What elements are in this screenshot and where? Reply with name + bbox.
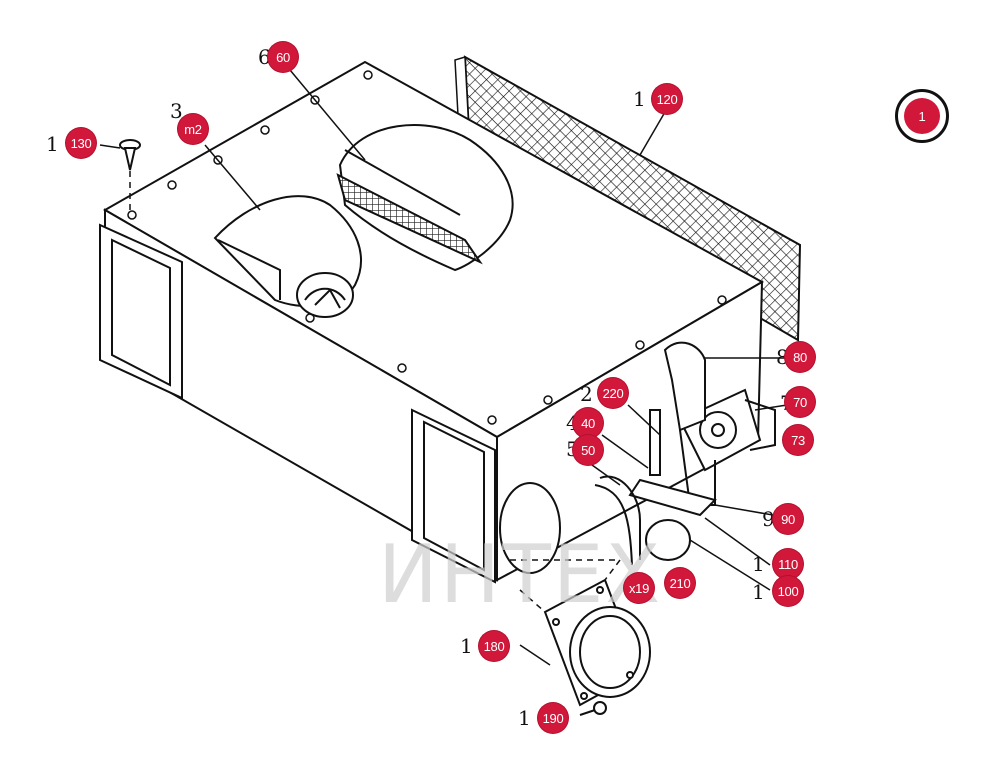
- callout-text-190: 1: [518, 706, 531, 730]
- callout-marker-m2[interactable]: m2: [178, 114, 208, 144]
- callout-marker-210[interactable]: 210: [665, 568, 695, 598]
- callout-marker-190[interactable]: 190: [538, 703, 568, 733]
- callout-marker-73[interactable]: 73: [783, 425, 813, 455]
- callout-text-180: 1: [460, 634, 473, 658]
- callout-marker-180[interactable]: 180: [479, 631, 509, 661]
- callout-marker-90[interactable]: 90: [773, 504, 803, 534]
- screw-icon: [119, 139, 141, 171]
- callout-text-60: 6: [258, 45, 271, 69]
- callout-marker-50[interactable]: 50: [573, 435, 603, 465]
- item-badge[interactable]: 1: [904, 98, 940, 134]
- fan-cutaway: [213, 195, 362, 318]
- callout-text-110: 1: [752, 552, 765, 576]
- callout-text-m2: 3: [170, 99, 183, 123]
- callout-marker-70[interactable]: 70: [785, 387, 815, 417]
- callout-text-120: 1: [633, 87, 646, 111]
- callout-text-100: 1: [752, 580, 765, 604]
- callout-text-220: 2: [580, 382, 593, 406]
- duct-collar: [543, 578, 651, 707]
- bolt-icon: [579, 701, 607, 716]
- callout-marker-40[interactable]: 40: [573, 408, 603, 438]
- alignment-dashes: [129, 160, 622, 613]
- cable-wires: [594, 475, 641, 566]
- exchanger-cutaway: [336, 124, 514, 272]
- callout-text-90: 9: [762, 507, 775, 531]
- callout-marker-60[interactable]: 60: [268, 42, 298, 72]
- duct-opening: [499, 482, 561, 574]
- callout-marker-x19[interactable]: x19: [624, 573, 654, 603]
- callout-marker-80[interactable]: 80: [785, 342, 815, 372]
- callout-marker-120[interactable]: 120: [652, 84, 682, 114]
- intech-watermark: ИНТЕХ: [378, 528, 663, 621]
- control-assembly: [628, 341, 776, 561]
- right-flange: [411, 408, 496, 584]
- callout-marker-110[interactable]: 110: [773, 549, 803, 579]
- callout-marker-130[interactable]: 130: [66, 128, 96, 158]
- callout-text-130: 1: [46, 132, 59, 156]
- left-flange: [99, 223, 183, 400]
- callout-marker-100[interactable]: 100: [773, 576, 803, 606]
- item-badge-ring: 1: [895, 89, 949, 143]
- callout-marker-220[interactable]: 220: [598, 378, 628, 408]
